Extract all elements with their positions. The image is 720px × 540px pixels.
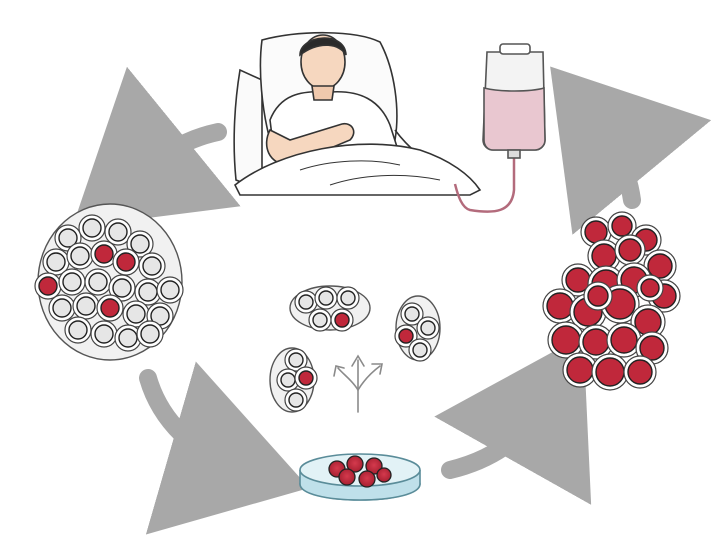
red-cell <box>582 328 610 356</box>
arrow-dish-to-expanded <box>434 335 592 505</box>
white-cell <box>68 320 88 340</box>
white-cell <box>94 324 114 344</box>
white-cell <box>412 342 428 358</box>
white-cell <box>88 272 108 292</box>
iv-blood-bag-icon <box>482 43 546 159</box>
red-cell <box>610 326 638 354</box>
red-cell <box>94 244 114 264</box>
red-cell <box>587 285 609 307</box>
red-cell <box>116 252 136 272</box>
red-cell <box>591 243 617 269</box>
white-cell <box>288 352 304 368</box>
red-cell <box>627 359 653 385</box>
red-cell <box>298 370 314 386</box>
white-cell <box>82 218 102 238</box>
white-cell <box>142 256 162 276</box>
red-cell <box>100 298 120 318</box>
white-cell <box>70 246 90 266</box>
white-cell <box>312 312 328 328</box>
red-cell <box>611 215 633 237</box>
white-cell <box>108 222 128 242</box>
white-cell <box>404 306 420 322</box>
white-cell <box>46 252 66 272</box>
white-cell <box>420 320 436 336</box>
white-cell <box>160 280 180 300</box>
white-cell <box>140 324 160 344</box>
white-cell <box>340 290 356 306</box>
patient-in-bed-icon <box>233 31 482 196</box>
white-cell <box>118 328 138 348</box>
red-cell <box>334 312 350 328</box>
white-cell <box>130 234 150 254</box>
white-cell <box>52 298 72 318</box>
red-cell <box>618 238 642 262</box>
red-cell <box>639 335 665 361</box>
red-cell-mass-icon <box>542 211 681 391</box>
red-cell <box>551 325 581 355</box>
red-cell <box>398 328 414 344</box>
red-cell <box>546 292 574 320</box>
white-cell <box>112 278 132 298</box>
white-cell <box>76 296 96 316</box>
arrow-cluster-to-dish <box>139 361 310 535</box>
cell-cluster-icon <box>34 203 184 361</box>
white-cell <box>126 304 146 324</box>
red-cell <box>640 278 660 298</box>
white-cell <box>280 372 296 388</box>
white-cell <box>318 290 334 306</box>
iv-tube <box>453 148 516 213</box>
arrow-expanded-to-bag <box>550 66 712 235</box>
white-cell <box>138 282 158 302</box>
red-cell <box>566 356 594 384</box>
red-cell <box>38 276 58 296</box>
white-cell <box>62 272 82 292</box>
cycle-arrows <box>72 66 712 535</box>
white-cell <box>58 228 78 248</box>
split-arrows-icon <box>333 354 383 413</box>
petri-dish-icon <box>299 453 421 501</box>
arrow-patient-to-cluster <box>72 66 241 228</box>
separated-cells-icon <box>269 285 441 413</box>
white-cell <box>288 392 304 408</box>
red-cell <box>647 253 673 279</box>
red-cell <box>595 357 625 387</box>
white-cell <box>298 294 314 310</box>
